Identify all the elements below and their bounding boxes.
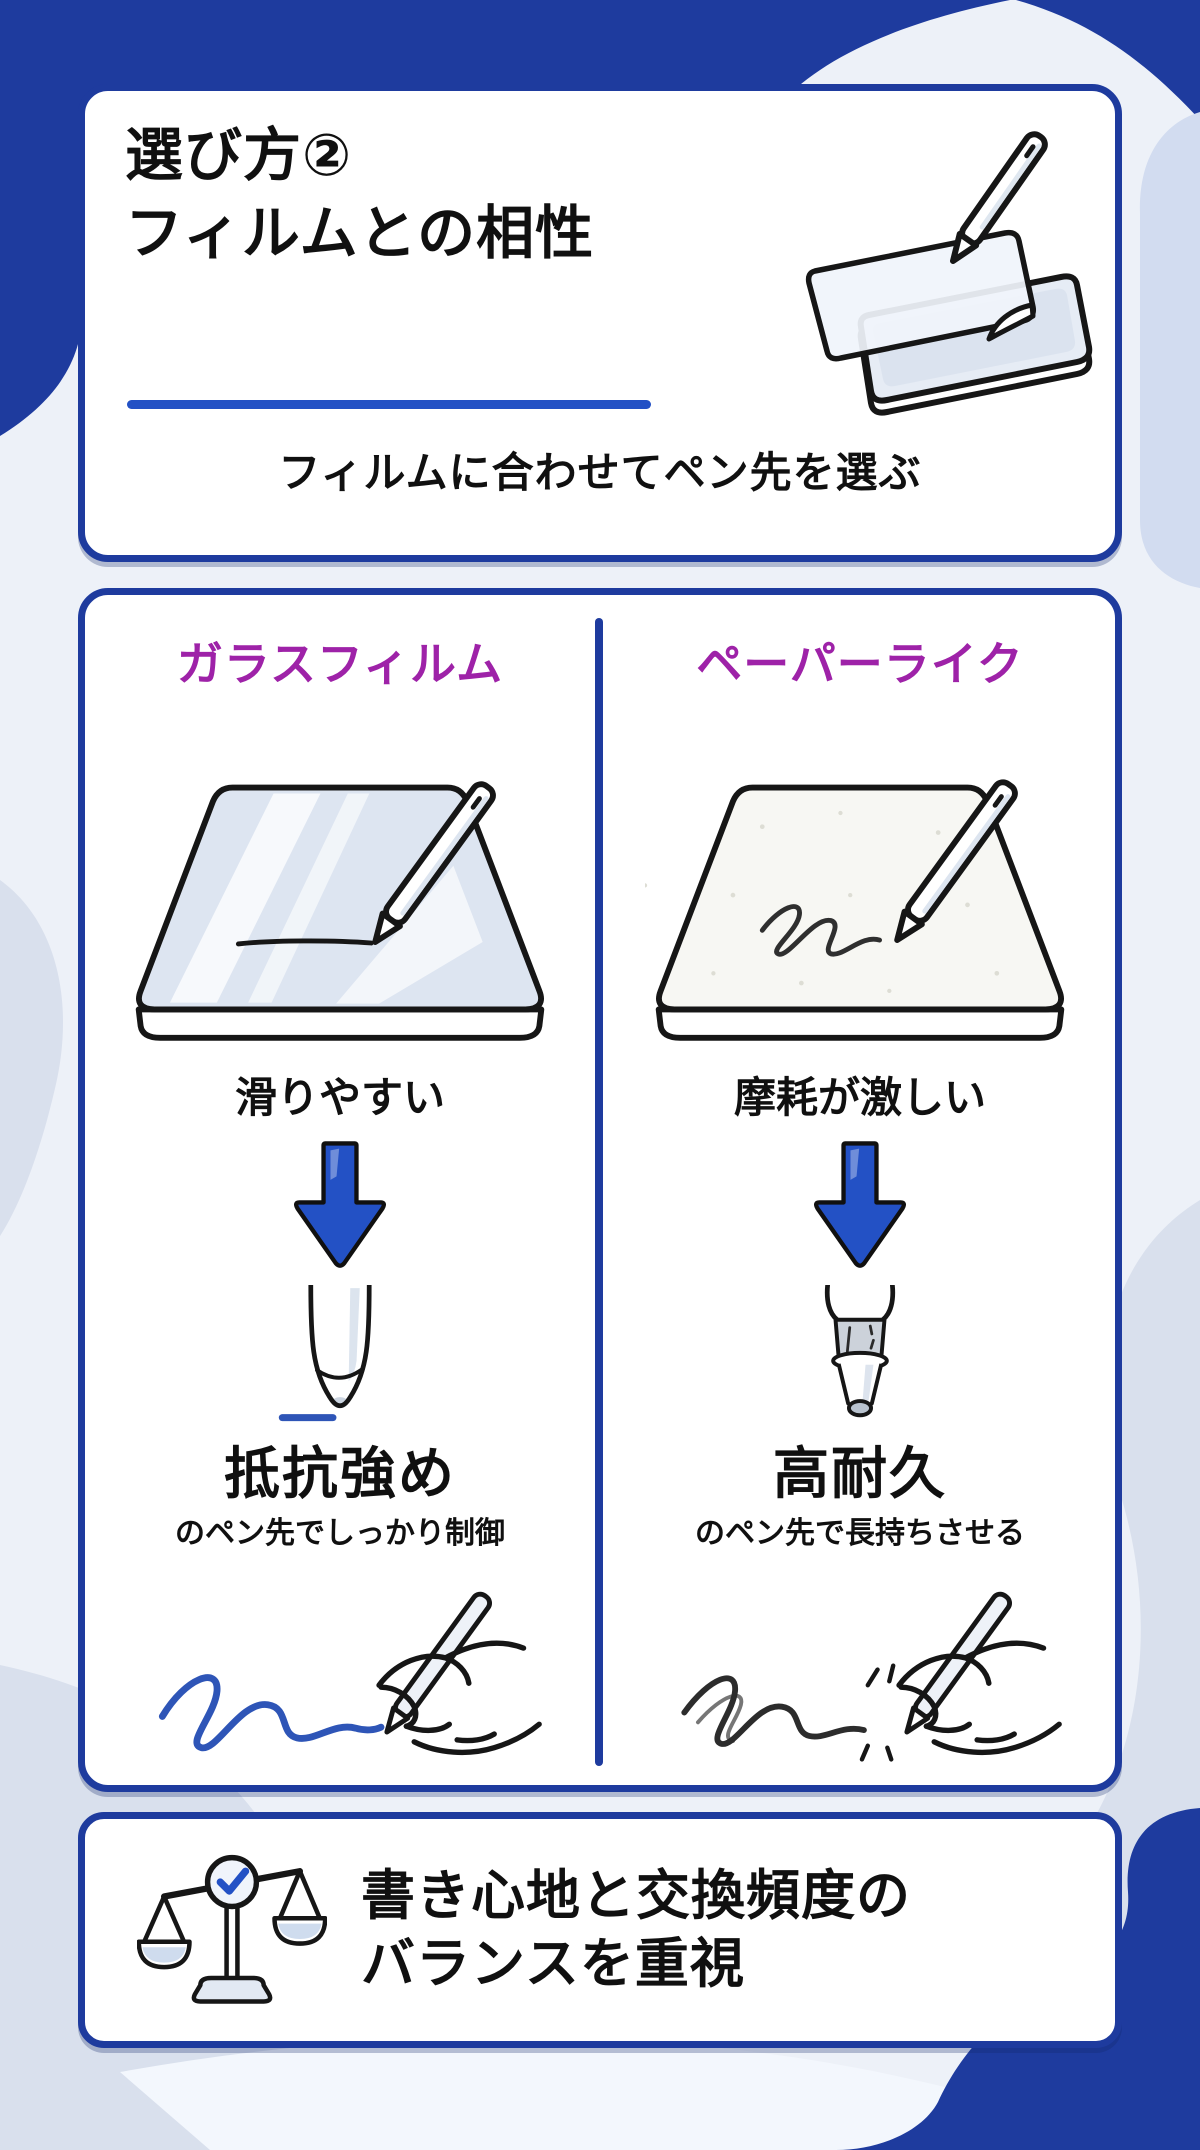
smooth-pen-tip-illustration <box>278 1285 372 1422</box>
comparison-card: ガラスフィルム 滑りやすい <box>78 588 1122 1792</box>
title-underline <box>127 400 651 409</box>
footer-message-line1: 書き心地と交換頻度の <box>361 1864 911 1927</box>
page-title-line2: フィルムとの相性 <box>125 199 595 267</box>
durable-pen-tip-illustration <box>824 1285 896 1418</box>
tablet-film-stylus-illustration <box>805 131 1093 416</box>
footer-card: 書き心地と交換頻度の バランスを重視 <box>78 1812 1122 2048</box>
glass-film-property: 滑りやすい <box>234 1073 445 1122</box>
paperlike-result-desc: のペン先で長持ちさせる <box>695 1516 1025 1551</box>
hand-writing-smooth-illustration <box>158 1591 542 1756</box>
header-card: 選び方② フィルムとの相性 フィルムに合わせてペン先を選ぶ <box>78 84 1122 562</box>
column-divider <box>595 618 603 1766</box>
checkmark-icon <box>216 1867 250 1895</box>
paperlike-film-tablet-illustration <box>645 779 1065 1041</box>
column-glass-film: ガラスフィルム 滑りやすい <box>85 595 595 1785</box>
glass-result-title: 抵抗強め <box>224 1442 456 1507</box>
footer-message-line2: バランスを重視 <box>361 1932 745 1995</box>
down-arrow-icon <box>813 1141 907 1268</box>
footer-message: 書き心地と交換頻度の バランスを重視 <box>361 1862 911 1998</box>
paperlike-property: 摩耗が激しい <box>733 1073 986 1122</box>
glass-film-tablet-illustration <box>135 781 545 1041</box>
paperlike-label: ペーパーライク <box>696 637 1024 691</box>
hand-writing-rough-illustration <box>681 1591 1062 1762</box>
glass-film-label: ガラスフィルム <box>176 637 504 691</box>
header-subtitle: フィルムに合わせてペン先を選ぶ <box>278 448 922 497</box>
paperlike-result-title: 高耐久 <box>773 1442 947 1507</box>
column-paperlike-film: ペーパーライク 摩耗が激しい <box>605 595 1115 1785</box>
page-title-line1: 選び方② <box>125 121 353 189</box>
balance-scale-icon <box>137 1854 327 2004</box>
down-arrow-icon <box>293 1141 387 1268</box>
glass-result-desc: のペン先でしっかり制御 <box>175 1516 505 1551</box>
